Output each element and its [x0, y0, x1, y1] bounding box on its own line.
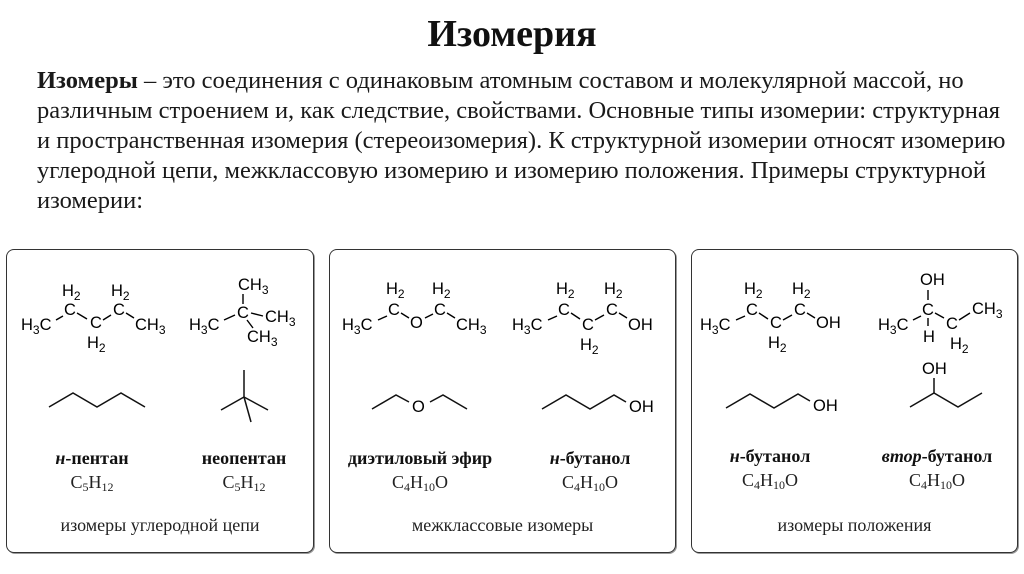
svg-text:H2: H2 [580, 336, 599, 357]
svg-text:H2: H2 [62, 282, 81, 303]
neopentane-condensed-formula: H3C C CH3 CH3 CH3 [189, 276, 296, 349]
svg-text:H2: H2 [744, 280, 763, 301]
svg-text:H3C: H3C [342, 316, 373, 337]
svg-text:H2: H2 [432, 280, 451, 301]
svg-text:O: O [410, 314, 423, 332]
svg-text:OH: OH [628, 316, 653, 334]
svg-text:H3C: H3C [189, 316, 220, 337]
svg-text:H2: H2 [950, 335, 969, 356]
n-butanol-condensed-formula: H3C CH2 CH2 CH2 OH [700, 280, 841, 355]
svg-text:C: C [558, 301, 570, 319]
panel-caption: межклассовые изомеры [411, 515, 594, 535]
svg-text:OH: OH [922, 360, 947, 378]
diethyl-ether-skeletal: O [371, 394, 468, 416]
svg-text:H2: H2 [604, 280, 623, 301]
compound-formula: C4H10O [741, 470, 798, 492]
svg-text:H2: H2 [87, 334, 106, 355]
svg-text:C: C [770, 314, 782, 332]
svg-text:H3C: H3C [878, 316, 909, 337]
compound-formula: C4H10O [908, 470, 965, 492]
svg-text:C: C [946, 315, 958, 333]
sec-butanol-condensed-formula: H3C C OH H C H2 CH3 [878, 271, 1003, 356]
neopentane-skeletal [220, 370, 269, 423]
n-butanol-condensed-formula: H3C CH2 CH2 CH2 OH [512, 280, 653, 357]
diethyl-ether-condensed-formula: H3C CH2 O CH2 CH3 [342, 280, 487, 337]
svg-text:CH3: CH3 [135, 316, 166, 337]
svg-text:C: C [388, 301, 400, 319]
svg-text:CH3: CH3 [238, 276, 269, 297]
svg-text:H2: H2 [556, 280, 575, 301]
definition-term: Изомеры [37, 67, 138, 94]
svg-text:C: C [606, 301, 618, 319]
svg-text:C: C [582, 316, 594, 334]
svg-text:CH3: CH3 [265, 308, 296, 329]
compound-name: н-бутанол [729, 446, 811, 466]
panel-caption: изомеры положения [777, 515, 932, 535]
structures-chain-isomers: H3C CH2 CH2 CH2 CH3 H3C C CH3 CH3 CH3 [21, 276, 296, 423]
compound-name: втор-бутанол [881, 446, 993, 466]
svg-text:H2: H2 [768, 334, 787, 355]
svg-text:OH: OH [816, 314, 841, 332]
svg-text:CH3: CH3 [456, 316, 487, 337]
compound-formula: C5H12 [222, 472, 266, 494]
svg-text:CH3: CH3 [972, 300, 1003, 321]
svg-text:H2: H2 [386, 280, 405, 301]
structures-interclass-isomers: H3C CH2 O CH2 CH3 H3C CH2 CH2 CH2 OH O O… [342, 280, 654, 416]
svg-text:H3C: H3C [21, 316, 52, 337]
svg-text:OH: OH [813, 397, 838, 415]
compound-formula: C4H10O [391, 472, 448, 494]
n-butanol-skeletal: OH [725, 393, 838, 415]
svg-text:C: C [64, 301, 76, 319]
svg-text:C: C [794, 301, 806, 319]
svg-text:OH: OH [920, 271, 945, 289]
compound-name: диэтиловый эфир [347, 448, 493, 468]
svg-text:C: C [113, 301, 125, 319]
svg-text:C: C [434, 301, 446, 319]
svg-text:H3C: H3C [512, 316, 543, 337]
n-butanol-skeletal: OH [541, 394, 654, 416]
structures-position-isomers: H3C CH2 CH2 CH2 OH H3C C OH H CH2 CH3 OH… [700, 271, 1003, 415]
compound-name: неопентан [201, 448, 287, 468]
compound-name: н-пентан [55, 448, 129, 468]
definition-text: – это соединения с одинаковым атомным со… [37, 67, 1006, 214]
svg-text:C: C [237, 304, 249, 322]
compound-formula: C4H10O [561, 472, 618, 494]
n-pentane-condensed-formula: H3C CH2 CH2 CH2 CH3 [21, 282, 166, 355]
svg-text:H3C: H3C [700, 316, 731, 337]
svg-text:H2: H2 [792, 280, 811, 301]
compound-formula: C5H12 [70, 472, 114, 494]
sec-butanol-skeletal: OH [909, 360, 983, 408]
n-pentane-skeletal [48, 392, 146, 408]
svg-text:C: C [90, 314, 102, 332]
compound-name: н-бутанол [549, 448, 631, 468]
svg-text:CH3: CH3 [247, 328, 278, 349]
page-title: Изомерия [427, 13, 597, 55]
svg-text:C: C [746, 301, 758, 319]
panel-caption: изомеры углеродной цепи [60, 515, 260, 535]
svg-text:C: C [922, 301, 934, 319]
definition-paragraph: Изомеры – это соединения с одинаковым ат… [37, 66, 1007, 216]
svg-text:H2: H2 [111, 282, 130, 303]
svg-text:H: H [923, 328, 935, 346]
svg-text:O: O [412, 398, 425, 416]
svg-text:OH: OH [629, 398, 654, 416]
